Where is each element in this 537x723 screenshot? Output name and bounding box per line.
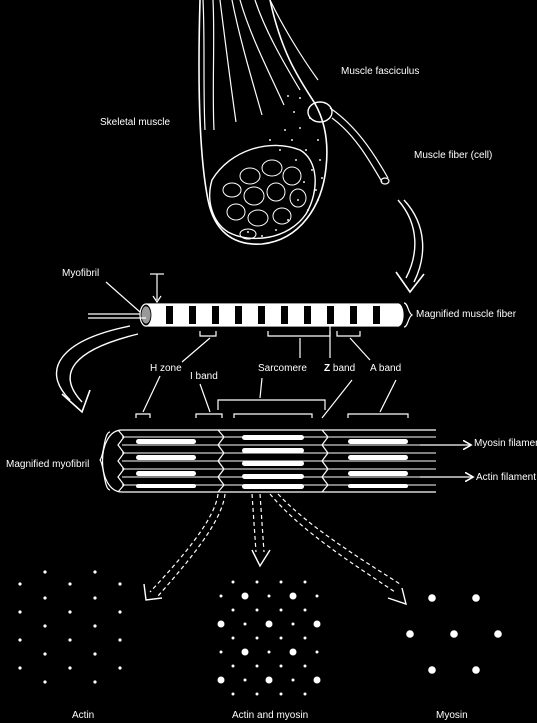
magnified-muscle-fiber-drawing xyxy=(88,273,414,363)
label-h-zone: H zone xyxy=(150,363,182,374)
zoom-arrow-myofibril xyxy=(55,325,139,414)
actin-cross-section xyxy=(18,570,122,684)
label-actin-filament: Actin filament xyxy=(476,472,537,483)
zoom-arrow-fiber xyxy=(395,199,425,294)
label-myofibril: Myofibril xyxy=(62,268,100,279)
label-actin-and-myosin: Actin and myosin xyxy=(232,710,309,721)
skeletal-muscle-drawing xyxy=(198,0,390,245)
label-sarcomere: Sarcomere xyxy=(258,363,307,374)
label-magnified-myofibril: Magnified myofibril xyxy=(6,459,90,470)
label-skeletal-muscle: Skeletal muscle xyxy=(100,117,171,128)
label-myosin-filament: Myosin filament xyxy=(474,438,537,449)
label-actin: Actin xyxy=(72,710,95,721)
label-muscle-fiber: Muscle fiber (cell) xyxy=(414,150,493,161)
actin-myosin-cross-section xyxy=(217,580,321,696)
z-letter: Z xyxy=(324,363,331,374)
label-magnified-muscle-fiber: Magnified muscle fiber xyxy=(416,309,517,320)
section-arrows xyxy=(149,493,401,597)
label-myosin: Myosin xyxy=(436,710,468,721)
label-z-band-text: band xyxy=(330,363,356,374)
myosin-cross-section xyxy=(406,594,502,674)
magnified-myofibril-drawing xyxy=(99,375,472,493)
label-muscle-fasciculus: Muscle fasciculus xyxy=(341,66,420,77)
label-a-band: A band xyxy=(370,363,402,374)
label-z-band: Z band xyxy=(324,363,355,375)
label-i-band: I band xyxy=(190,371,218,382)
